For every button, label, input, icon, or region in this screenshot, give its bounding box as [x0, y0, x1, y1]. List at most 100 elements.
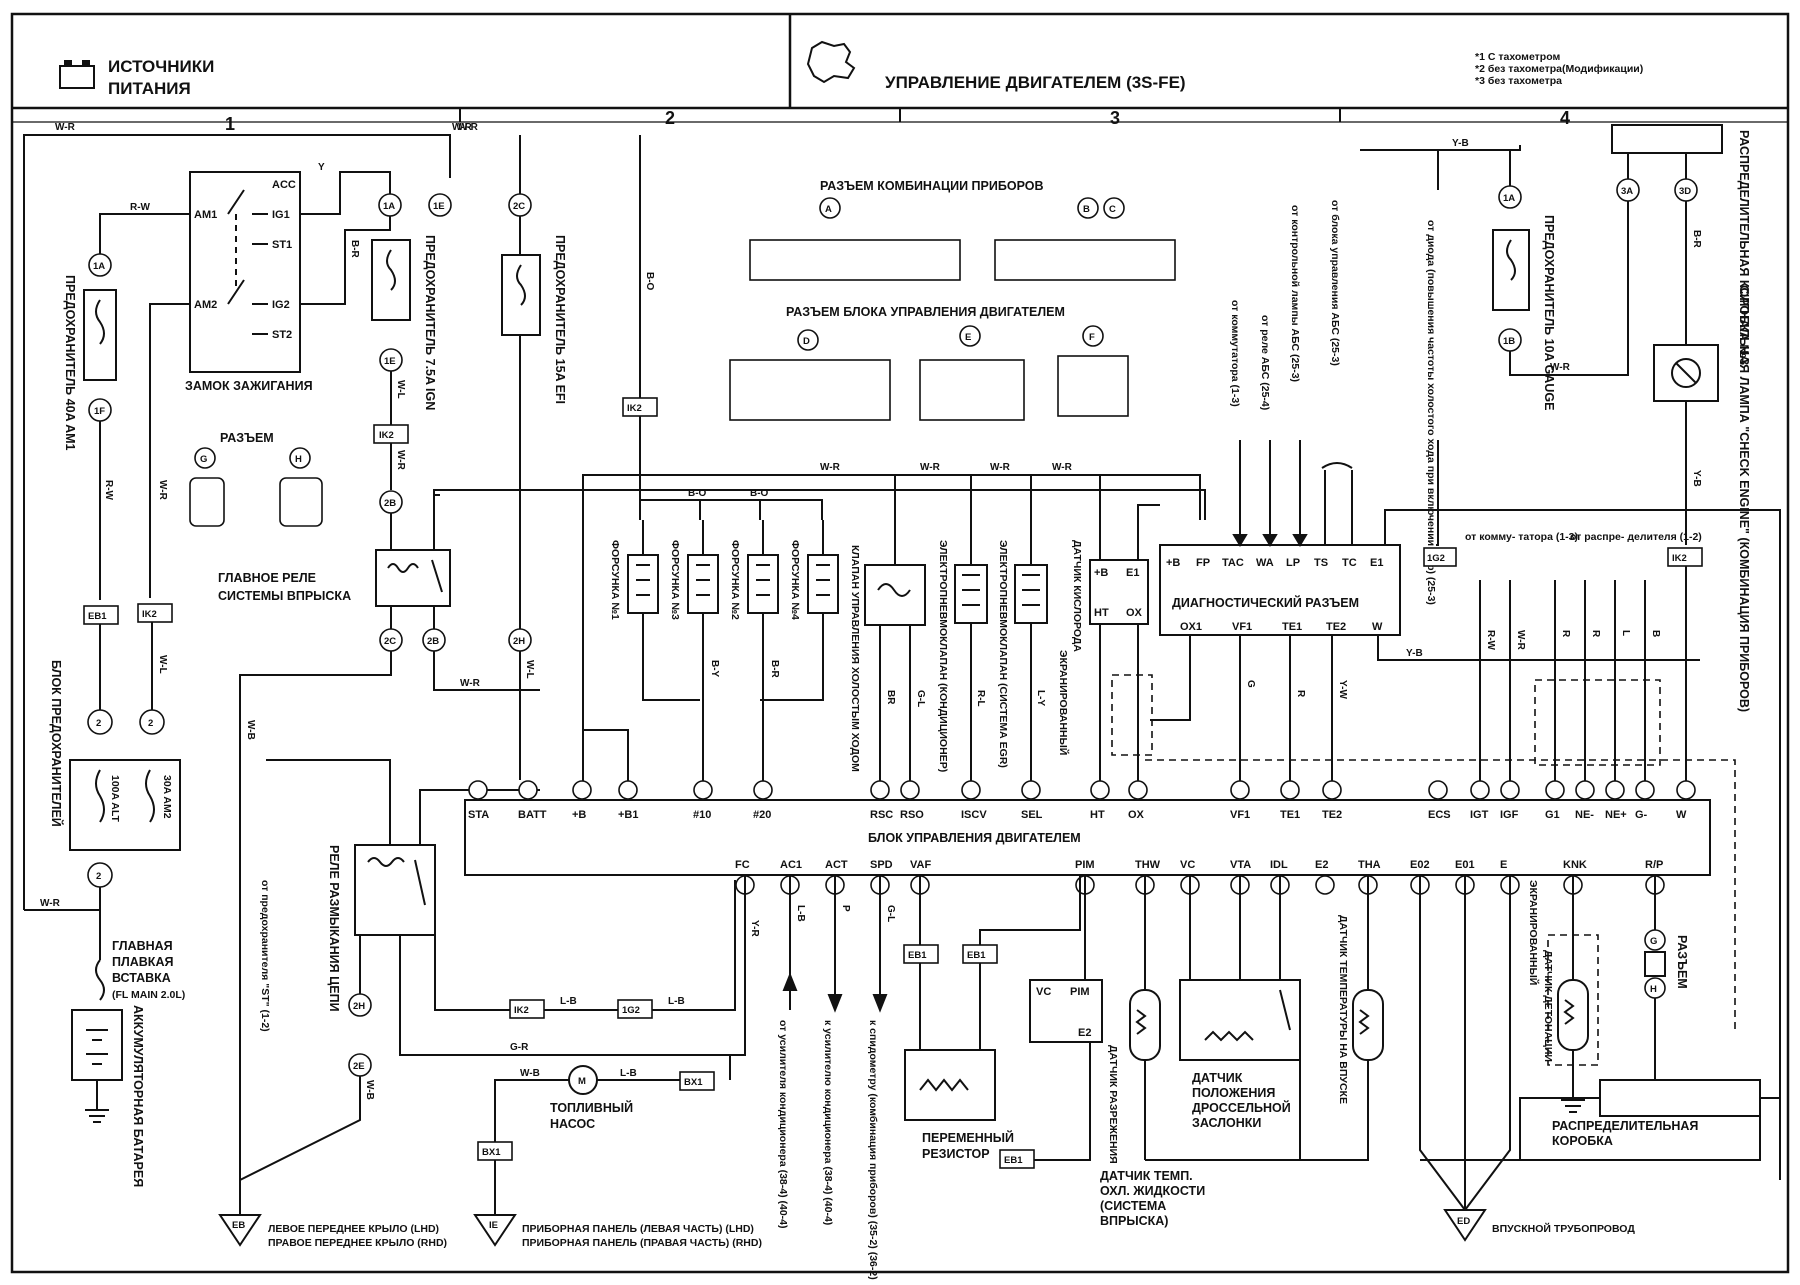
ecu-bottom-pin-label: FC — [735, 859, 750, 871]
injector-1-label: ФОРСУНКА №1 — [609, 540, 621, 620]
ecu-top-pin-connector — [1575, 780, 1595, 800]
ecu-bottom-pin-label: SPD — [870, 859, 893, 871]
svg-text:IK2: IK2 — [379, 430, 394, 441]
fusible-link-label-2: ПЛАВКАЯ — [112, 955, 173, 969]
ignition-switch-label: ЗАМОК ЗАЖИГАНИЯ — [185, 379, 313, 393]
wire-code-br-20: B-R — [769, 660, 780, 679]
injector-3-label: ФОРСУНКА №3 — [669, 540, 681, 620]
knock-sensor-label: ДАТЧИК ДЕТОНАЦИИ — [1542, 950, 1554, 1062]
ecu-bottom-pin-connector — [1315, 875, 1335, 895]
ecu-top-pin-connector — [1021, 780, 1041, 800]
ref-from-ac-amp: от усилителя кондиционера (38-4) (40-4) — [777, 1020, 789, 1229]
wire-code-wr-bottom: W-R — [40, 898, 61, 909]
svg-text:2B: 2B — [427, 636, 439, 647]
svg-text:G: G — [1650, 936, 1657, 947]
ecu-top-pin-label: +B — [572, 809, 586, 821]
ignition-switch-box — [189, 171, 301, 373]
fuel-pump-label-2: НАСОС — [550, 1117, 595, 1131]
svg-text:1E: 1E — [433, 201, 445, 212]
wire-code-lb-ac1: L-B — [795, 905, 806, 922]
wire-code-w-igt: R-W — [1485, 630, 1496, 651]
distributor-label-1: РАСПРЕДЕЛИТЕЛЬНАЯ — [1552, 1119, 1698, 1133]
ecu-bottom-pin-label: E01 — [1455, 859, 1475, 871]
ecu-top-pin-connector — [1322, 780, 1342, 800]
fuse-am1 — [83, 289, 117, 381]
knock-ground-icon — [1561, 1099, 1585, 1113]
svg-text:EB1: EB1 — [967, 950, 986, 961]
svg-text:2: 2 — [96, 871, 101, 882]
wire-code-y-te1: R — [1295, 690, 1306, 698]
injector-4-label: ФОРСУНКА №4 — [789, 540, 801, 620]
ground-ie-label-1: ПРИБОРНАЯ ПАНЕЛЬ (ЛЕВАЯ ЧАСТЬ) (LHD) — [522, 1223, 754, 1235]
wire-code-bl-ig1: Y — [318, 162, 325, 173]
fuse-gauge-label: ПРЕДОХРАНИТЕЛЬ 10A GAUGE — [1542, 215, 1556, 410]
diag-pin-vf1: VF1 — [1232, 621, 1252, 633]
ecu-top-pin-connector — [961, 780, 981, 800]
svg-text:3D: 3D — [1679, 186, 1691, 197]
ecu-top-pin-label: IGF — [1500, 809, 1519, 821]
coolant-sensor-label-4: ВПРЫСКА) — [1100, 1214, 1168, 1228]
ecu-top-pin-connector — [1605, 780, 1625, 800]
ref-from-abs-relay: от реле АБС (25-4) — [1259, 315, 1271, 410]
wire-code-rl-iscv: R-L — [975, 690, 986, 707]
diagnostic-connector — [1159, 544, 1401, 636]
svg-text:2H: 2H — [353, 1001, 365, 1012]
wire-code-r-g1: R — [1560, 630, 1571, 638]
ecu-connector-f: F — [1089, 332, 1095, 343]
throttle-sensor-label-3: ДРОССЕЛЬНОЙ — [1192, 1100, 1291, 1115]
ref-from-distributor: от распре- делителя (1-2) — [1570, 531, 1702, 543]
ecu-top-pin-connector — [1676, 780, 1696, 800]
svg-text:3A: 3A — [1621, 186, 1633, 197]
battery-icon — [59, 60, 95, 89]
connector-gh-title: РАЗЪЕМ — [220, 431, 274, 445]
fuse-alt-label: 100A ALT — [109, 775, 121, 822]
wire-code-wb-relay: W-B — [364, 1080, 375, 1100]
svg-text:EB1: EB1 — [88, 611, 107, 622]
ecu-bottom-pin-label: ACT — [825, 859, 848, 871]
svg-text:PIM: PIM — [1070, 986, 1090, 998]
meter-connector-a: A — [825, 204, 832, 215]
check-engine-label: СИГНАЛЬНАЯ ЛАМПА "CHECK ENGINE" (КОМБИНА… — [1737, 285, 1751, 712]
main-relay-label-2: СИСТЕМЫ ВПРЫСКА — [218, 589, 351, 603]
ecu-top-pin-label: BATT — [518, 809, 547, 821]
svg-text:2H: 2H — [513, 636, 525, 647]
svg-text:2C: 2C — [384, 636, 396, 647]
engine-control-unit — [464, 799, 1711, 876]
svg-text:IK2: IK2 — [514, 1005, 529, 1016]
svg-text:1E: 1E — [384, 356, 396, 367]
fuse-efi-label: ПРЕДОХРАНИТЕЛЬ 15A EFI — [553, 235, 567, 404]
throttle-sensor-label-2: ПОЛОЖЕНИЯ — [1192, 1086, 1275, 1100]
throttle-sensor-label-4: ЗАСЛОНКИ — [1192, 1116, 1261, 1130]
variable-resistor — [904, 1049, 996, 1121]
ground-ed-label: ВПУСКНОЙ ТРУБОПРОВОД — [1492, 1222, 1635, 1235]
ecu-top-pin-label: IGT — [1470, 809, 1489, 821]
wire-code-ly-sel: L-Y — [1035, 690, 1046, 706]
coolant-sensor-label-2: ОХЛ. ЖИДКОСТИ — [1100, 1184, 1205, 1198]
ecu-label: БЛОК УПРАВЛЕНИЯ ДВИГАТЕЛЕМ — [868, 831, 1081, 845]
idle-control-valve — [864, 564, 926, 626]
wire-code-b-g: B — [1650, 630, 1661, 637]
ecu-top-pin-label: #10 — [693, 809, 711, 821]
engine-icon — [806, 40, 856, 84]
wire-code-wr-efi: W-R — [452, 122, 473, 133]
ecu-top-pin-label: ECS — [1428, 809, 1451, 821]
ref-from-commutator-2: от комму- татора (1-3) — [1465, 531, 1578, 543]
ecu-top-pin-connector — [753, 780, 773, 800]
ecu-connector-d: D — [803, 336, 810, 347]
wire-code-wr-2b: W-R — [460, 678, 481, 689]
variable-resistor-label-1: ПЕРЕМЕННЫЙ — [922, 1130, 1014, 1145]
section-2: 2 — [665, 108, 675, 128]
svg-text:2: 2 — [96, 718, 101, 729]
fuse-block — [69, 759, 181, 851]
fuse-am1-label: ПРЕДОХРАНИТЕЛЬ 40A AM1 — [63, 275, 77, 451]
wire-code-wr-igf: W-R — [1515, 630, 1526, 651]
ign-pin-am1: AM1 — [194, 209, 217, 221]
wire-code-w-am1: R-W — [130, 202, 151, 213]
wire-code-br-jb3: B-R — [1691, 230, 1702, 249]
wire-code-br-ig2: B-R — [349, 240, 360, 259]
ref-from-abs-lamp: от контрольной лампы АБС (25-3) — [1289, 205, 1301, 382]
o2-pin-ox: OX — [1126, 607, 1143, 619]
ref-from-idle-diode: от диода (повышения частоты холостого хо… — [1425, 220, 1437, 605]
ground-ed — [1443, 1209, 1487, 1242]
ref-to-ac-amp: к усилителю кондиционера (38-4) (40-4) — [822, 1020, 834, 1225]
